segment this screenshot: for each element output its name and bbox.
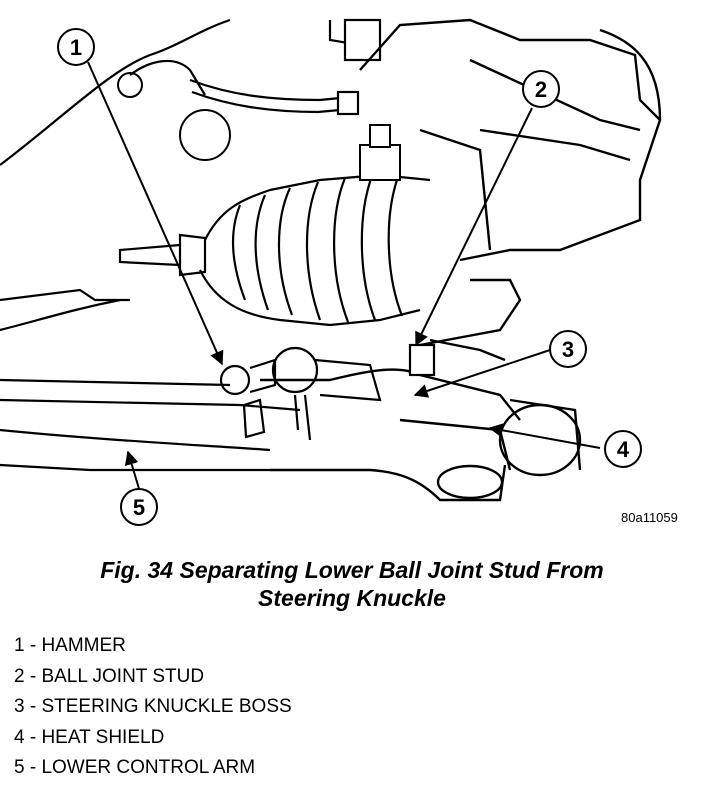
legend-item: 5 - LOWER CONTROL ARM [14,757,256,778]
figure-caption: Fig. 34 Separating Lower Ball Joint Stud… [0,556,704,612]
leader-1 [87,61,224,366]
legend-item: 3 - STEERING KNUCKLE BOSS [14,696,292,717]
callout-legend: 1 - HAMMER 2 - BALL JOINT STUD 3 - STEER… [14,631,292,784]
leader-lines [87,61,601,493]
leader-2 [415,107,533,347]
brake-hose [189,18,382,116]
caption-line-1: Fig. 34 Separating Lower Ball Joint Stud… [100,557,604,583]
callout-2: 2 [522,70,560,108]
legend-item: 4 - HEAT SHIELD [14,726,165,748]
callout-3: 3 [549,330,587,368]
callout-number: 3 [562,337,574,362]
frame-structure [0,18,301,472]
cv-boot [118,173,431,327]
callout-number: 1 [70,35,82,60]
callout-1: 1 [57,28,95,66]
leader-4 [488,423,601,449]
upper-hardware [117,72,401,181]
leader-5 [124,450,141,493]
callout-number: 2 [535,77,547,102]
callout-number: 5 [133,495,145,520]
callout-4: 4 [604,430,642,468]
callout-5: 5 [120,488,158,526]
leader-3 [413,349,551,398]
steering-knuckle [359,18,662,362]
figure-code: 80a11059 [621,510,678,525]
legend-item: 2 - BALL JOINT STUD [14,665,205,687]
suspension-illustration: 1 2 3 4 5 80a11059 [0,18,678,526]
callout-number: 4 [617,437,630,462]
ball-joint-assembly [219,343,436,441]
caption-line-2: Steering Knuckle [258,585,446,611]
legend-item: 1 - HAMMER [14,635,126,656]
